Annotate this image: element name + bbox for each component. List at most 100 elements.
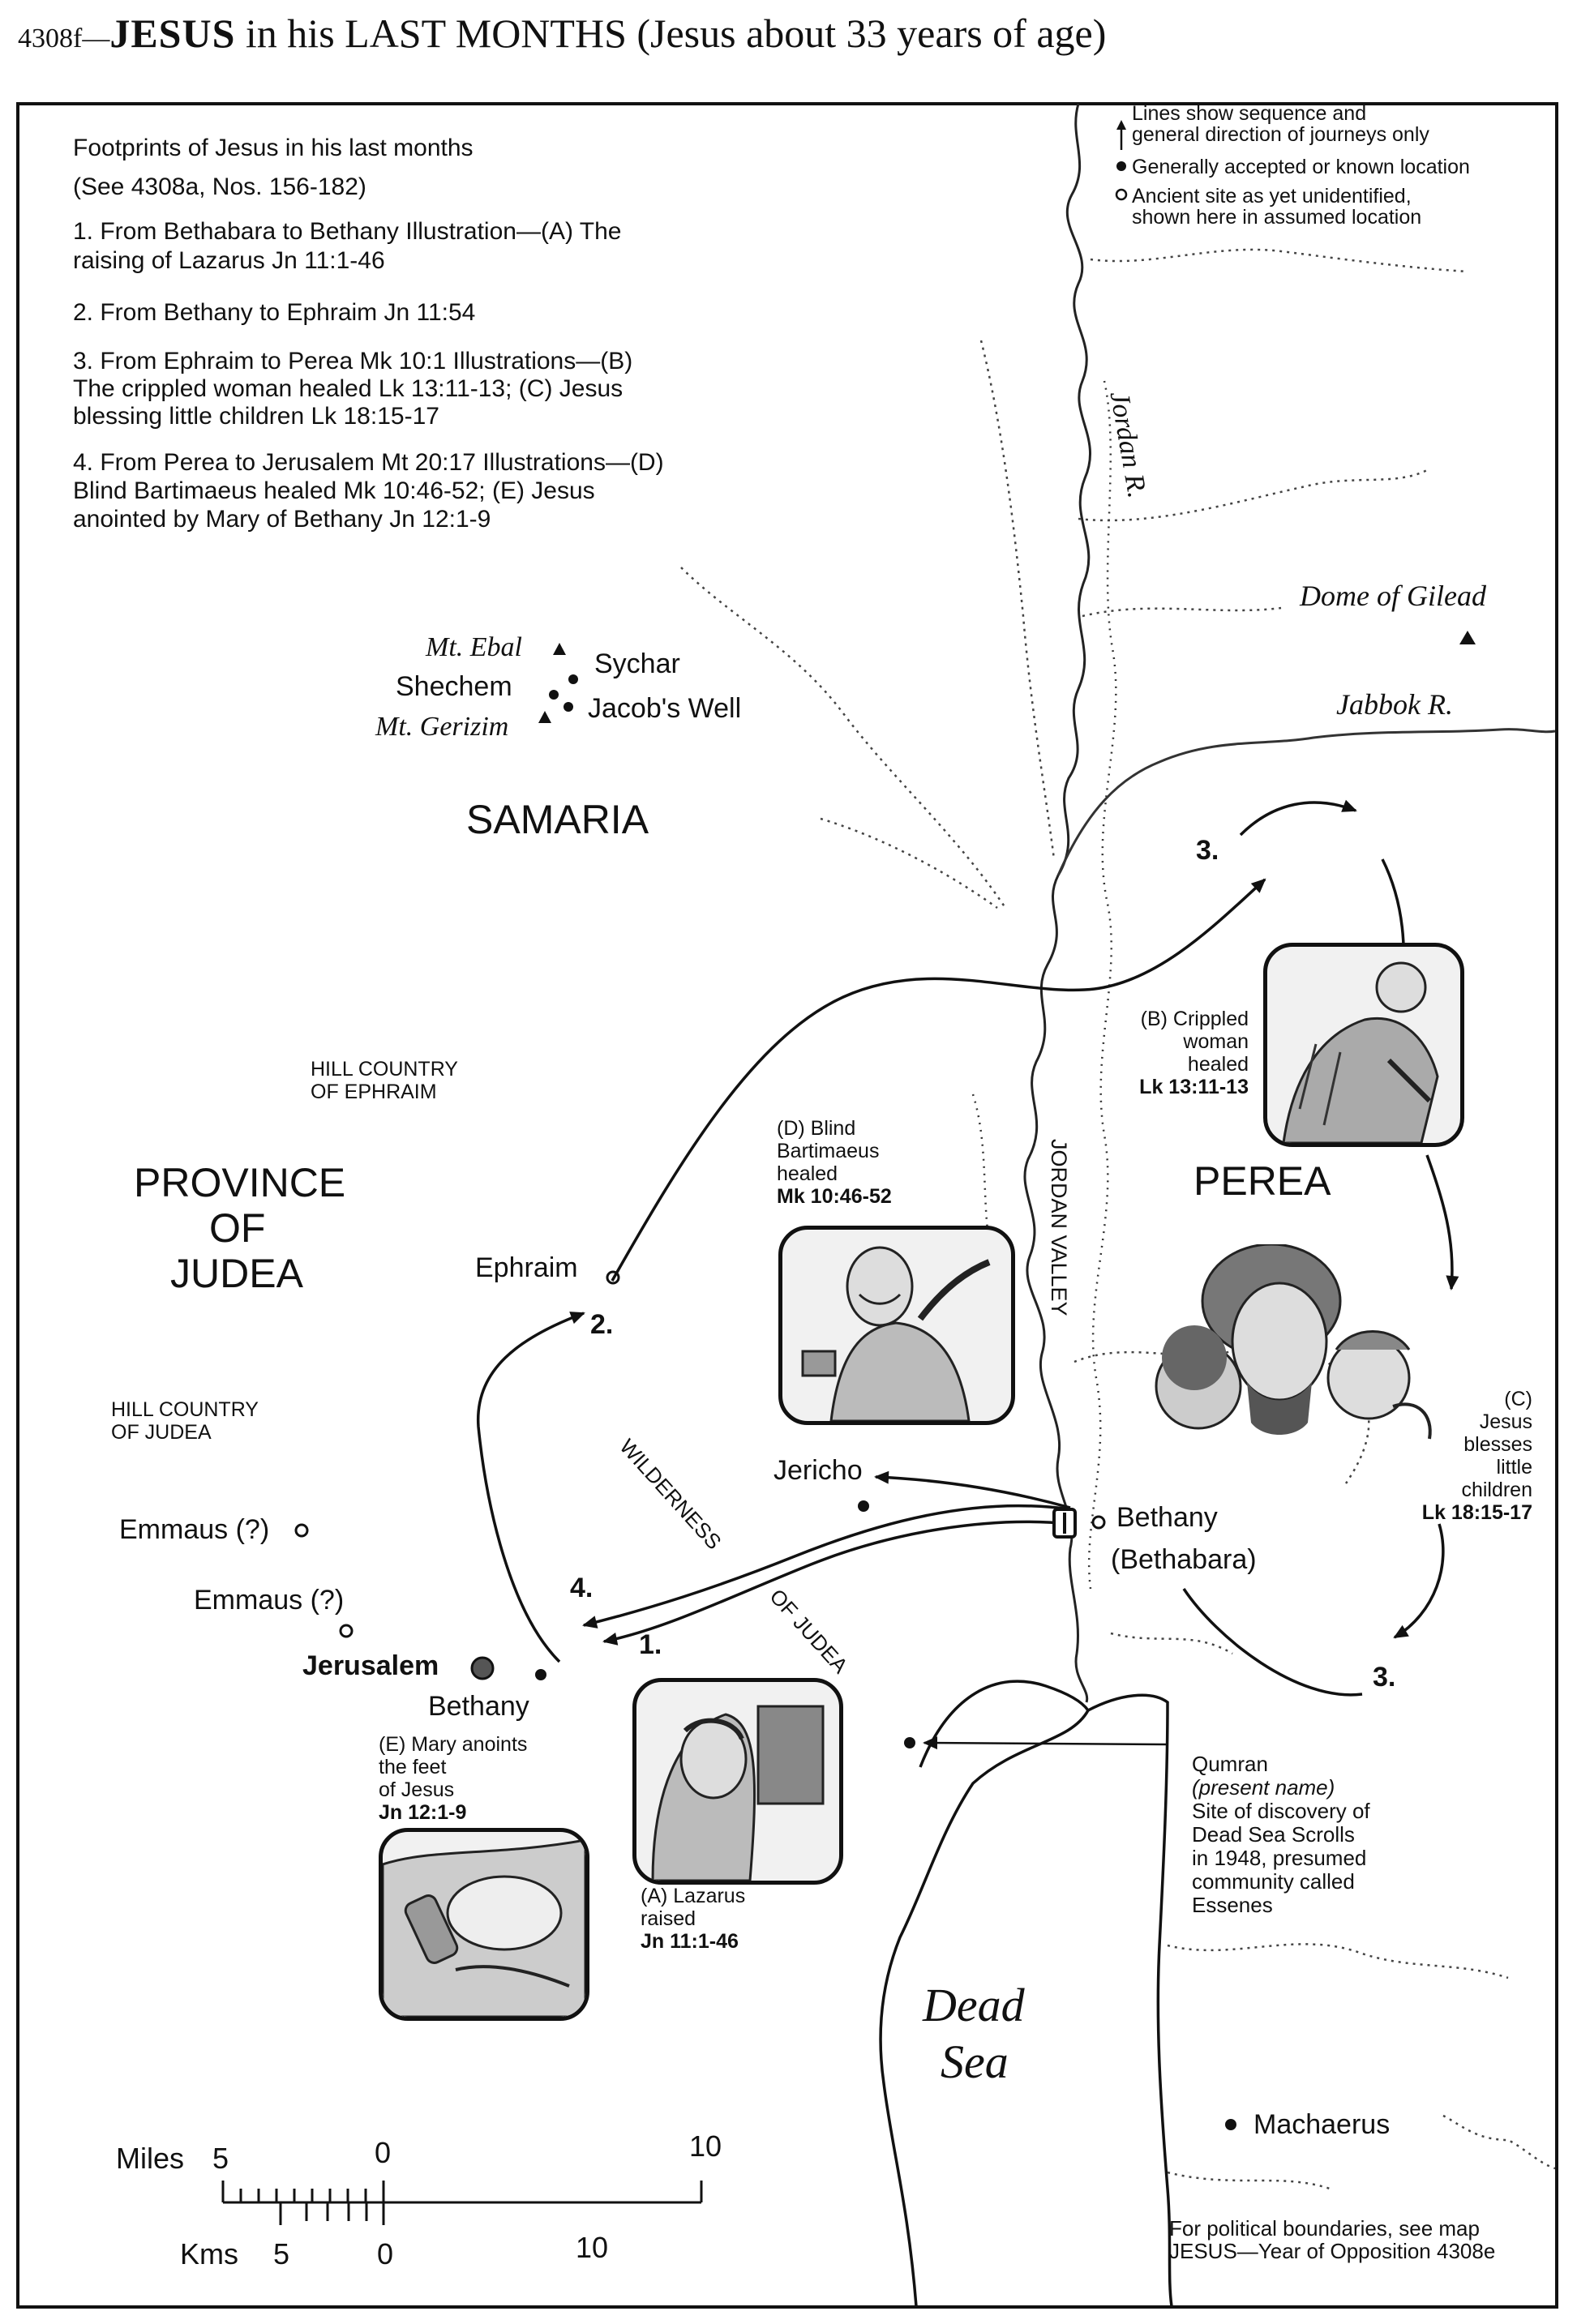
scale-kms-label: Kms xyxy=(180,2237,238,2271)
qumran-pointer xyxy=(923,1736,1168,1750)
route-number-4: 4. xyxy=(570,1573,594,1603)
label-sychar: Sychar xyxy=(594,648,680,679)
route-number-1: 1. xyxy=(639,1629,662,1660)
route-number-3-south: 3. xyxy=(1373,1662,1396,1693)
caption-e-line-1: (E) Mary anoints xyxy=(379,1733,528,1756)
route-3-south xyxy=(1393,1523,1445,1639)
caption-b: (B) Crippled woman healed Lk 13:11-13 xyxy=(1119,1008,1249,1098)
key-lines-line-1: Lines show sequence and xyxy=(1132,102,1367,125)
route-4-jericho xyxy=(874,1470,1071,1509)
legend-item-1-line-1: 1. From Bethabara to Bethany Illustratio… xyxy=(73,218,622,245)
legend-item-4-line-1: 4. From Perea to Jerusalem Mt 20:17 Illu… xyxy=(73,449,664,476)
route-2 xyxy=(477,1312,585,1663)
caption-c-line-4: little xyxy=(1496,1456,1532,1479)
mt-gerizim-marker xyxy=(538,711,551,723)
label-jordan-valley: JORDAN VALLEY xyxy=(1047,1139,1071,1316)
caption-e-line-3: of Jesus xyxy=(379,1778,455,1801)
label-ephraim: Ephraim xyxy=(475,1252,578,1283)
title-main: JESUS xyxy=(109,11,236,56)
scale-kms-10: 10 xyxy=(576,2231,609,2264)
key-unknown-line-1: Ancient site as yet unidentified, xyxy=(1132,185,1412,208)
scale-kms-5: 5 xyxy=(273,2237,290,2271)
caption-b-line-4: Lk 13:11-13 xyxy=(1139,1076,1249,1098)
label-mt-gerizim: Mt. Gerizim xyxy=(375,712,509,742)
route-1 xyxy=(602,1520,1071,1646)
route-3-east-mid xyxy=(1425,1154,1459,1290)
caption-d-line-1: (D) Blind xyxy=(777,1117,856,1140)
key-lines-line-2: general direction of journeys only xyxy=(1132,123,1429,146)
label-hill-judea-2: OF JUDEA xyxy=(111,1421,212,1444)
map-title: 4308f—JESUS in his LAST MONTHS (Jesus ab… xyxy=(18,10,1106,57)
scale-miles-10: 10 xyxy=(689,2129,722,2163)
key-known-dot xyxy=(1116,161,1126,171)
label-bethany-east: Bethany xyxy=(1116,1502,1218,1533)
key-unknown-dot xyxy=(1115,188,1128,201)
legend-item-4-line-2: Blind Bartimaeus healed Mk 10:46-52; (E)… xyxy=(73,477,595,504)
caption-d: (D) Blind Bartimaeus healed Mk 10:46-52 xyxy=(777,1117,892,1208)
route-4 xyxy=(582,1504,1071,1629)
route-number-3-north: 3. xyxy=(1196,835,1219,866)
route-3-return xyxy=(1182,1588,1363,1697)
caption-b-line-1: (B) Crippled xyxy=(1140,1008,1249,1030)
label-mt-ebal: Mt. Ebal xyxy=(426,632,522,662)
illustration-d-bartimaeus xyxy=(778,1226,1015,1425)
illustration-e-mary-anoints xyxy=(379,1828,589,2021)
ephraim-dot xyxy=(606,1270,620,1285)
emmaus-2-dot xyxy=(339,1624,354,1638)
label-hill-ephraim-2: OF EPHRAIM xyxy=(311,1081,437,1103)
caption-e-line-2: the feet xyxy=(379,1756,447,1778)
caption-e-line-4: Jn 12:1-9 xyxy=(379,1801,467,1824)
legend-item-1-line-2: raising of Lazarus Jn 11:1-46 xyxy=(73,247,385,274)
label-sea: Sea xyxy=(941,2035,1009,2088)
jericho-dot xyxy=(858,1500,869,1512)
jordan-river xyxy=(1023,103,1092,1703)
label-dead: Dead xyxy=(923,1979,1025,2031)
tributary-east-north xyxy=(1090,248,1468,273)
caption-a-line-2: raised xyxy=(641,1907,696,1930)
label-bethany-west: Bethany xyxy=(428,1691,529,1722)
caption-d-line-4: Mk 10:46-52 xyxy=(777,1185,892,1208)
political-boundaries-note-line-1: For political boundaries, see map xyxy=(1169,2216,1480,2241)
qumran-note: Qumran (present name) Site of discovery … xyxy=(1192,1753,1370,1917)
map-frame xyxy=(16,102,1558,2309)
scale-kms-0: 0 xyxy=(377,2237,394,2271)
caption-d-line-2: Bartimaeus xyxy=(777,1140,880,1162)
legend-item-3-line-1: 3. From Ephraim to Perea Mk 10:1 Illustr… xyxy=(73,348,633,374)
scale-miles-0: 0 xyxy=(375,2136,392,2169)
illustration-b-crippled-woman xyxy=(1263,943,1464,1147)
bethany-w-dot xyxy=(535,1669,546,1680)
caption-a: (A) Lazarus raised Jn 11:1-46 xyxy=(641,1885,745,1953)
mary-anoints-sketch-icon xyxy=(383,1838,585,2017)
label-emmaus-2: Emmaus (?) xyxy=(194,1585,345,1616)
caption-c-line-5: children xyxy=(1461,1479,1532,1501)
dead-sea-west-shore xyxy=(879,1680,1091,2307)
jacobs-well-dot xyxy=(564,702,573,712)
legend-item-3-line-2: The crippled woman healed Lk 13:11-13; (… xyxy=(73,375,624,402)
legend-item-4-line-3: anointed by Mary of Bethany Jn 12:1-9 xyxy=(73,506,491,533)
dead-sea-east-shore xyxy=(1087,1693,1173,2307)
lazarus-sketch-icon xyxy=(651,1705,825,1881)
route-number-2: 2. xyxy=(590,1309,614,1340)
caption-b-line-3: healed xyxy=(1187,1053,1249,1076)
label-hill-judea-1: HILL COUNTRY xyxy=(111,1398,259,1421)
bartimaeus-sketch-icon xyxy=(801,1246,991,1421)
illustration-c-children xyxy=(1155,1244,1432,1440)
caption-c-line-1: (C) xyxy=(1504,1388,1532,1410)
label-hill-ephraim-1: HILL COUNTRY xyxy=(311,1058,458,1081)
qumran-line-6: community called xyxy=(1192,1869,1355,1894)
qumran-line-2: (present name) xyxy=(1192,1775,1335,1800)
label-dome-gilead: Dome of Gilead xyxy=(1300,580,1486,612)
label-province-2: OF xyxy=(209,1205,266,1251)
label-jericho: Jericho xyxy=(774,1455,863,1486)
route-3-north xyxy=(611,878,1266,1282)
mt-ebal-marker xyxy=(553,643,566,655)
legend-item-3-line-3: blessing little children Lk 18:15-17 xyxy=(73,403,439,430)
qumran-line-5: in 1948, presumed xyxy=(1192,1846,1367,1870)
title-code: 4308f— xyxy=(18,24,110,53)
scale-bar xyxy=(221,2181,703,2225)
shechem-dot xyxy=(549,690,559,700)
dome-gilead-stream xyxy=(1082,606,1282,618)
caption-c: (C) Jesus blesses little children Lk 18:… xyxy=(1395,1388,1532,1524)
caption-c-line-3: blesses xyxy=(1463,1433,1532,1456)
